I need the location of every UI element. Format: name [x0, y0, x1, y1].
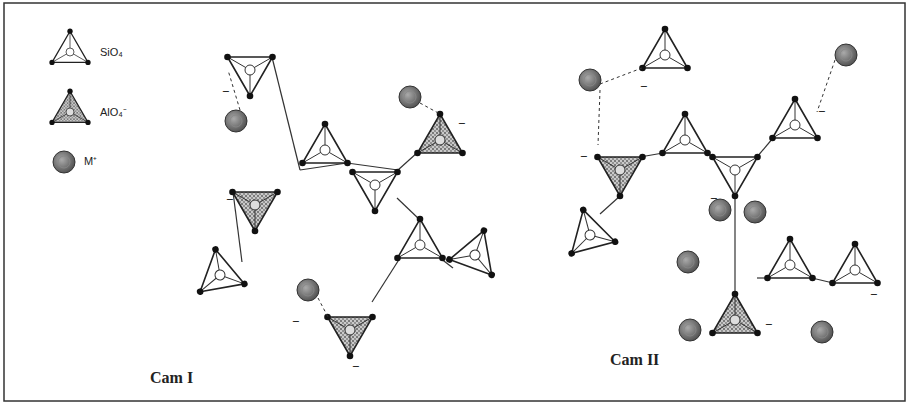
- charge-sign: −: [352, 360, 359, 373]
- charge-sign: −: [710, 192, 717, 205]
- charge-sign: −: [458, 117, 465, 130]
- charge-sign: −: [640, 80, 647, 93]
- charge-sign: −: [292, 315, 299, 328]
- charge-sign: −: [580, 150, 587, 163]
- charge-sign: −: [226, 193, 233, 206]
- legend-text: M⁺: [84, 155, 97, 167]
- legend-entry: AlO₄⁻: [100, 107, 127, 118]
- legend-text: AlO₄⁻: [100, 106, 127, 118]
- panel-title: Cam II: [610, 352, 659, 368]
- charge-sign: −: [818, 105, 825, 118]
- legend-text: SiO₄: [100, 46, 123, 58]
- legend-entry: M⁺: [84, 156, 97, 167]
- charge-sign: −: [870, 288, 877, 301]
- legend-entry: SiO₄: [100, 47, 123, 58]
- charge-sign: −: [765, 318, 772, 331]
- charge-sign: −: [222, 85, 229, 98]
- panel-title: Cam I: [150, 370, 193, 386]
